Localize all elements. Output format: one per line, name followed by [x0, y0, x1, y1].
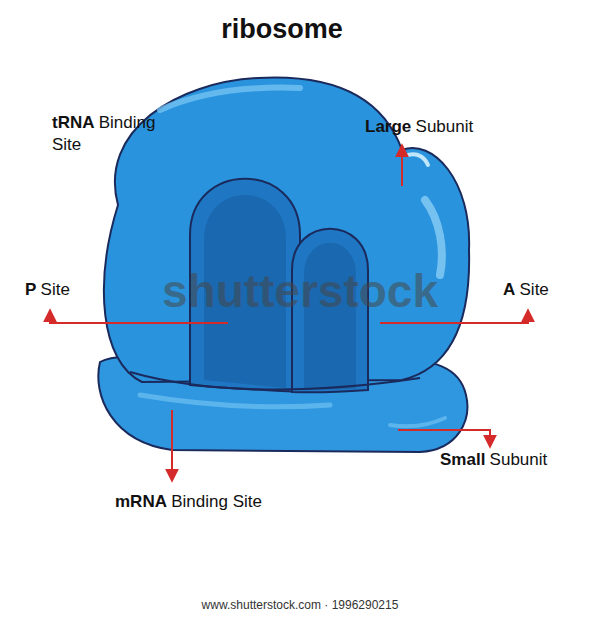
part-label: Small Subunit: [440, 449, 590, 471]
watermark: shutterstock: [0, 268, 600, 314]
part-label-text: Subunit: [416, 117, 474, 136]
leader-arrow: [401, 146, 403, 186]
part-label: mRNABinding Site: [115, 491, 315, 513]
part-label-bold: A: [503, 280, 515, 299]
part-label-bold: mRNA: [115, 492, 167, 511]
part-label: Large Subunit: [365, 116, 525, 138]
leader-arrow: [398, 430, 490, 446]
title: ribosome: [221, 14, 343, 44]
part-label: A Site: [503, 279, 593, 301]
part-label-bold: Small: [440, 450, 485, 469]
part-label-text: Site: [520, 280, 549, 299]
title-block: ribosome: [0, 14, 600, 45]
part-label-bold: tRNA: [52, 113, 95, 132]
leader-arrow: [171, 410, 173, 480]
part-label-text: Binding Site: [171, 492, 262, 511]
part-label: tRNABinding Site: [52, 112, 177, 156]
part-label-text: Site: [41, 280, 70, 299]
part-label: P Site: [25, 279, 125, 301]
part-label-bold: Large: [365, 117, 411, 136]
stock-footer: www.shutterstock.com · 1996290215: [0, 598, 600, 612]
part-label-bold: P: [25, 280, 36, 299]
part-label-text: Subunit: [490, 450, 548, 469]
